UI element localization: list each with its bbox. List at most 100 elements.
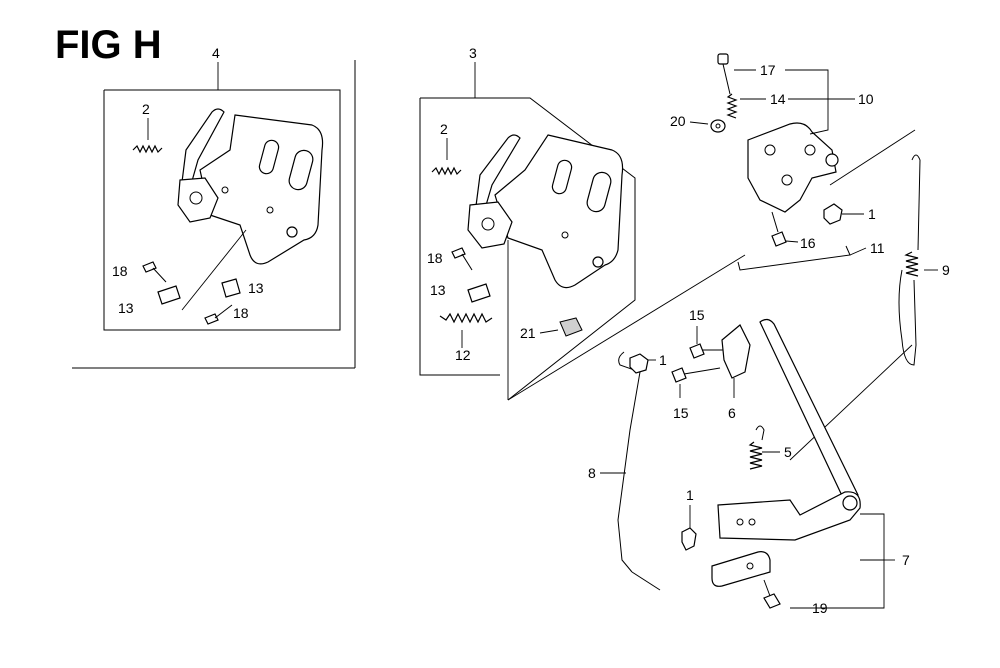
callout-13-center: 13	[430, 282, 446, 298]
leader-19-bracket	[790, 513, 885, 609]
callout-15-top: 15	[689, 307, 705, 323]
plate-hole-3b	[561, 231, 569, 239]
bolt-18-left-b	[204, 313, 219, 325]
bolt-19-shank	[763, 579, 771, 597]
callout-2-center: 2	[440, 121, 448, 137]
callout-15-bottom: 15	[673, 405, 689, 421]
bolt-18-center	[451, 247, 466, 259]
bolt-17-head	[717, 53, 729, 65]
callout-1-upper: 1	[659, 352, 667, 368]
callout-3: 3	[469, 45, 477, 61]
plate-slot-4b	[288, 149, 314, 191]
callout-21: 21	[520, 325, 536, 341]
clip-13-left-a	[157, 285, 181, 305]
lever-plate-lower	[711, 551, 771, 587]
clip-13-left-b	[221, 278, 241, 298]
assembly-4-frame	[103, 89, 341, 331]
spring-9-group	[789, 154, 938, 461]
governor-arm-4	[177, 177, 219, 223]
plate-lower-hole	[746, 562, 754, 570]
spring-5-hook	[755, 425, 765, 441]
bolt-16-shank	[771, 211, 779, 233]
callout-17: 17	[760, 62, 776, 78]
bolt-16	[771, 231, 787, 247]
callout-1-top: 1	[868, 206, 876, 222]
clip-13-center	[467, 283, 491, 303]
pivot-3	[481, 217, 495, 231]
control-plate-3	[494, 134, 624, 289]
plate-slot-4a	[258, 139, 280, 175]
connector-diagonal-b	[829, 129, 916, 186]
leader-arm-left	[181, 229, 247, 311]
clip-1-upper	[629, 353, 649, 374]
governor-shaft-arm	[759, 318, 859, 503]
callout-8: 8	[588, 465, 596, 481]
part-6	[721, 324, 751, 379]
bolt-19	[763, 593, 781, 609]
plate-hole-3a	[592, 256, 604, 268]
lever-bracket	[747, 122, 837, 213]
callout-14: 14	[770, 91, 786, 107]
assembly-3-frame-top	[420, 97, 636, 401]
callout-9: 9	[942, 262, 950, 278]
bracket-hole-c	[781, 174, 793, 186]
governor-arm-3	[467, 201, 513, 249]
leader-9-arm	[789, 344, 913, 461]
callout-18-left-a: 18	[112, 263, 128, 279]
plate-7-pivot	[842, 495, 858, 511]
bolt-18-center-shank	[461, 253, 473, 271]
control-plate-4	[199, 114, 324, 265]
lower-assembly-group	[600, 318, 895, 609]
callout-19: 19	[812, 600, 828, 616]
plate-slot-3b	[586, 171, 612, 213]
bolt-17-shank	[722, 63, 731, 95]
leader-10-bracket	[785, 69, 829, 135]
assembly-4-group	[72, 60, 356, 369]
bolt-15-bottom-shank	[683, 367, 721, 375]
rod-8	[617, 351, 641, 573]
callout-6: 6	[728, 405, 736, 421]
callout-18-center: 18	[427, 250, 443, 266]
figure-title: FIG H	[55, 23, 162, 67]
part-21	[559, 317, 583, 337]
washer-20-hole	[715, 123, 721, 129]
plate-hole-4a	[286, 226, 298, 238]
callout-4: 4	[212, 45, 220, 61]
bolt-18-left-b-shank	[214, 304, 233, 319]
clip-1-lower	[681, 527, 697, 551]
plate-hole-4b	[266, 206, 274, 214]
washer-20	[710, 119, 726, 133]
rod-11	[737, 245, 851, 271]
control-lever-4	[181, 108, 225, 190]
callout-7: 7	[902, 552, 910, 568]
pivot-4	[189, 191, 203, 205]
connector-diagonal-a	[507, 254, 746, 401]
spring-14	[726, 93, 738, 119]
plate-slot-3a	[551, 159, 573, 195]
bolt-15-bottom	[671, 367, 687, 383]
plate-7-hole-a	[736, 518, 744, 526]
callout-13-left-b: 13	[248, 280, 264, 296]
plate-hole-4c	[221, 186, 229, 194]
lever-plate-7	[717, 491, 861, 541]
spring-12	[439, 312, 493, 324]
control-lever-3	[475, 134, 521, 213]
callout-10: 10	[858, 91, 874, 107]
callout-12: 12	[455, 347, 471, 363]
bracket-hole-b	[804, 144, 816, 156]
spring-9-hooks	[898, 154, 921, 366]
callout-16: 16	[800, 235, 816, 251]
bracket-hole-a	[764, 144, 776, 156]
leader-16	[785, 240, 799, 243]
leader-20	[689, 121, 709, 125]
spring-2-left	[132, 144, 163, 154]
leader-21	[539, 329, 559, 334]
bracket-assembly-group	[689, 53, 867, 271]
callout-18-left-b: 18	[233, 305, 249, 321]
callout-2-left: 2	[142, 101, 150, 117]
rod-8-end	[631, 571, 661, 591]
bracket-pivot	[825, 153, 839, 167]
spring-5-coil	[748, 441, 763, 470]
leader-11	[849, 247, 867, 256]
